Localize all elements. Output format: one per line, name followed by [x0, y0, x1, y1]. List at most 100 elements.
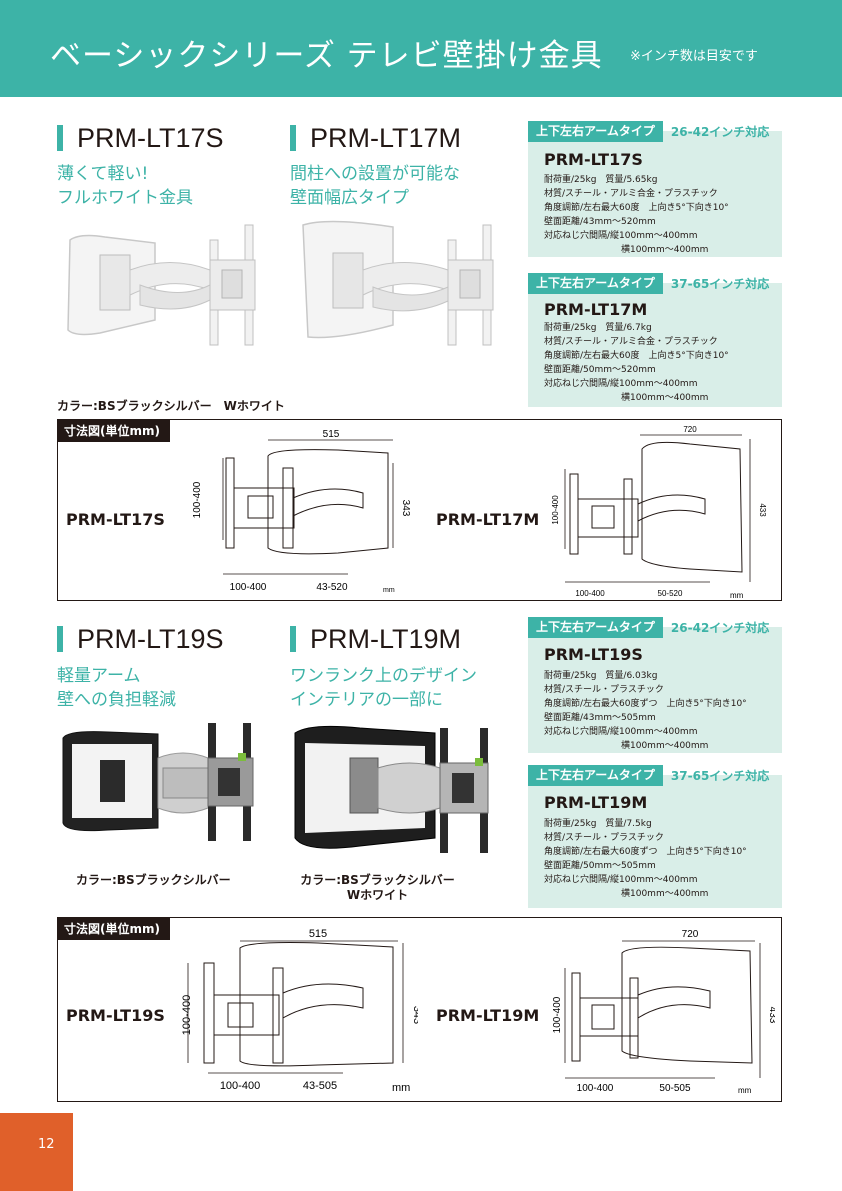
tagline-line: 薄くて軽い!: [57, 164, 149, 184]
dimension-tag: 寸法図(単位mm): [58, 918, 170, 940]
dimension-model-label: PRM-LT19M: [436, 1006, 540, 1025]
arm-type-label: 上下左右アームタイプ: [528, 765, 663, 786]
dim-width: 515: [323, 429, 340, 440]
dimension-diagram-lt19m: 720 100-400 433 100-400 50-505 mm: [552, 929, 775, 1095]
spec-tag: 上下左右アームタイプ 37-65インチ対応: [528, 273, 769, 294]
dim-unit: mm: [392, 1082, 410, 1094]
spec-line: 角度調節/左右最大60度ずつ 上向き5°下向き10°: [544, 847, 747, 857]
spec-line: 材質/スチール・プラスチック: [544, 685, 664, 695]
spec-line: 横100mm～400mm: [621, 889, 709, 899]
heading-bar: [57, 125, 63, 151]
dim-bottom-a: 100-400: [575, 589, 605, 598]
arm-type-label: 上下左右アームタイプ: [528, 121, 663, 142]
spec-line: 角度調節/左右最大60度 上向き5°下向き10°: [544, 203, 729, 213]
dim-height: 433: [767, 1007, 775, 1024]
spec-tag: 上下左右アームタイプ 26-42インチ対応: [528, 121, 769, 142]
page-number: 12: [0, 1113, 73, 1191]
arm-type-label: 上下左右アームタイプ: [528, 617, 663, 638]
dimension-model-label: PRM-LT17M: [436, 510, 540, 529]
model-name: PRM-LT17S: [77, 122, 224, 153]
spec-lines: 耐荷重/25kg 質量/7.5kg 材質/スチール・プラスチック 角度調節/左右…: [544, 817, 747, 901]
spec-line: 壁面距離/50mm～505mm: [544, 861, 656, 871]
spec-line: 材質/スチール・プラスチック: [544, 833, 664, 843]
dim-bottom-b: 43-520: [316, 582, 348, 593]
heading-bar: [290, 125, 296, 151]
dim-height: 343: [400, 500, 411, 517]
spec-line: 壁面距離/43mm～520mm: [544, 217, 656, 227]
dim-vertical: 100-400: [181, 995, 193, 1035]
spec-line: 対応ねじ穴間隔/縦100mm～400mm: [544, 727, 698, 737]
model-heading-lt17s: PRM-LT17S: [57, 121, 224, 155]
spec-box-lt19m: 上下左右アームタイプ 37-65インチ対応 PRM-LT19M 耐荷重/25kg…: [528, 765, 782, 908]
spec-line: 角度調節/左右最大60度ずつ 上向き5°下向き10°: [544, 699, 747, 709]
spec-line: 対応ねじ穴間隔/縦100mm～400mm: [544, 875, 698, 885]
heading-bar: [57, 626, 63, 652]
spec-line: 対応ねじ穴間隔/縦100mm～400mm: [544, 379, 698, 389]
dim-vertical: 100-400: [192, 481, 203, 518]
spec-line: 材質/スチール・アルミ合金・プラスチック: [544, 337, 718, 347]
spec-box-lt19s: 上下左右アームタイプ 26-42インチ対応 PRM-LT19S 耐荷重/25kg…: [528, 617, 782, 753]
tagline-line: インテリアの一部に: [290, 690, 443, 710]
inch-range: 26-42インチ対応: [670, 621, 770, 635]
spec-line: 横100mm～400mm: [621, 245, 709, 255]
dim-bottom-b: 50-505: [659, 1083, 691, 1094]
dimension-model-label: PRM-LT19S: [66, 1006, 165, 1025]
dim-bottom-a: 100-400: [220, 1080, 260, 1092]
page-title: ベーシックシリーズ テレビ壁掛け金具: [50, 38, 603, 74]
spec-line: 対応ねじ穴間隔/縦100mm～400mm: [544, 231, 698, 241]
spec-line: 横100mm～400mm: [621, 393, 709, 403]
color-note: カラー:BSブラックシルバー Wホワイト: [57, 399, 285, 413]
spec-line: 材質/スチール・アルミ合金・プラスチック: [544, 189, 718, 199]
model-name: PRM-LT17M: [310, 122, 462, 153]
dimension-model-label: PRM-LT17S: [66, 510, 165, 529]
inch-range: 37-65インチ対応: [670, 769, 770, 783]
tagline-line: 間柱への設置が可能な: [290, 164, 460, 184]
dim-unit: mm: [730, 591, 744, 600]
model-heading-lt19s: PRM-LT19S: [57, 622, 224, 656]
spec-lines: 耐荷重/25kg 質量/6.03kg 材質/スチール・プラスチック 角度調節/左…: [544, 669, 747, 753]
dim-bottom-b: 50-520: [658, 589, 683, 598]
dim-bottom-a: 100-400: [230, 582, 267, 593]
tagline-lt19s: 軽量アーム 壁への負担軽減: [57, 664, 176, 712]
arm-type-label: 上下左右アームタイプ: [528, 273, 663, 294]
dim-width: 720: [682, 929, 699, 940]
spec-lines: 耐荷重/25kg 質量/6.7kg 材質/スチール・アルミ合金・プラスチック 角…: [544, 321, 729, 405]
dimension-diagram-lt17m: 720 100-400 433 100-400 50-520 mm: [551, 425, 767, 600]
dimension-tag: 寸法図(単位mm): [58, 420, 170, 442]
heading-bar: [290, 626, 296, 652]
spec-box-lt17s: 上下左右アームタイプ 26-42インチ対応 PRM-LT17S 耐荷重/25kg…: [528, 121, 782, 257]
tagline-line: 軽量アーム: [57, 666, 141, 686]
model-name: PRM-LT19M: [310, 623, 462, 654]
spec-title: PRM-LT19S: [544, 645, 643, 664]
tagline-lt17m: 間柱への設置が可能な 壁面幅広タイプ: [290, 162, 460, 210]
spec-line: 耐荷重/25kg 質量/6.03kg: [544, 671, 658, 681]
tagline-line: 壁への負担軽減: [57, 690, 176, 710]
dim-width: 720: [683, 425, 697, 434]
inch-note: ※インチ数は目安です: [630, 49, 758, 64]
tagline-line: フルホワイト金具: [57, 188, 193, 208]
spec-tag: 上下左右アームタイプ 26-42インチ対応: [528, 617, 769, 638]
spec-lines: 耐荷重/25kg 質量/5.65kg 材質/スチール・アルミ合金・プラスチック …: [544, 173, 729, 257]
product-photo-lt19s: [62, 723, 254, 841]
tagline-line: 壁面幅広タイプ: [290, 188, 409, 208]
product-photo-lt19m: [294, 725, 489, 853]
tagline-lt17s: 薄くて軽い! フルホワイト金具: [57, 162, 193, 210]
inch-range: 26-42インチ対応: [670, 125, 770, 139]
dim-unit: mm: [383, 587, 395, 594]
spec-line: 横100mm～400mm: [621, 741, 709, 751]
spec-title: PRM-LT17S: [544, 150, 643, 169]
dimension-box-1: 寸法図(単位mm) PRM-LT17S PRM-LT17M 515 100-40…: [57, 419, 782, 601]
dim-bottom-b: 43-505: [303, 1080, 337, 1092]
spec-tag: 上下左右アームタイプ 37-65インチ対応: [528, 765, 769, 786]
dim-vertical: 100-400: [551, 495, 560, 525]
inch-range: 37-65インチ対応: [670, 277, 770, 291]
color-note: カラー:BSブラックシルバー: [76, 873, 231, 887]
color-note-line: Wホワイト: [346, 888, 409, 902]
dim-vertical: 100-400: [552, 996, 563, 1033]
dimension-box-2: 寸法図(単位mm) PRM-LT19S PRM-LT19M 515 100-40…: [57, 917, 782, 1102]
tagline-lt19m: ワンランク上のデザイン インテリアの一部に: [290, 664, 477, 712]
spec-line: 壁面距離/50mm～520mm: [544, 365, 656, 375]
product-photo-lt17m: [302, 220, 494, 346]
spec-line: 耐荷重/25kg 質量/5.65kg: [544, 175, 658, 185]
dim-width: 515: [309, 928, 327, 940]
